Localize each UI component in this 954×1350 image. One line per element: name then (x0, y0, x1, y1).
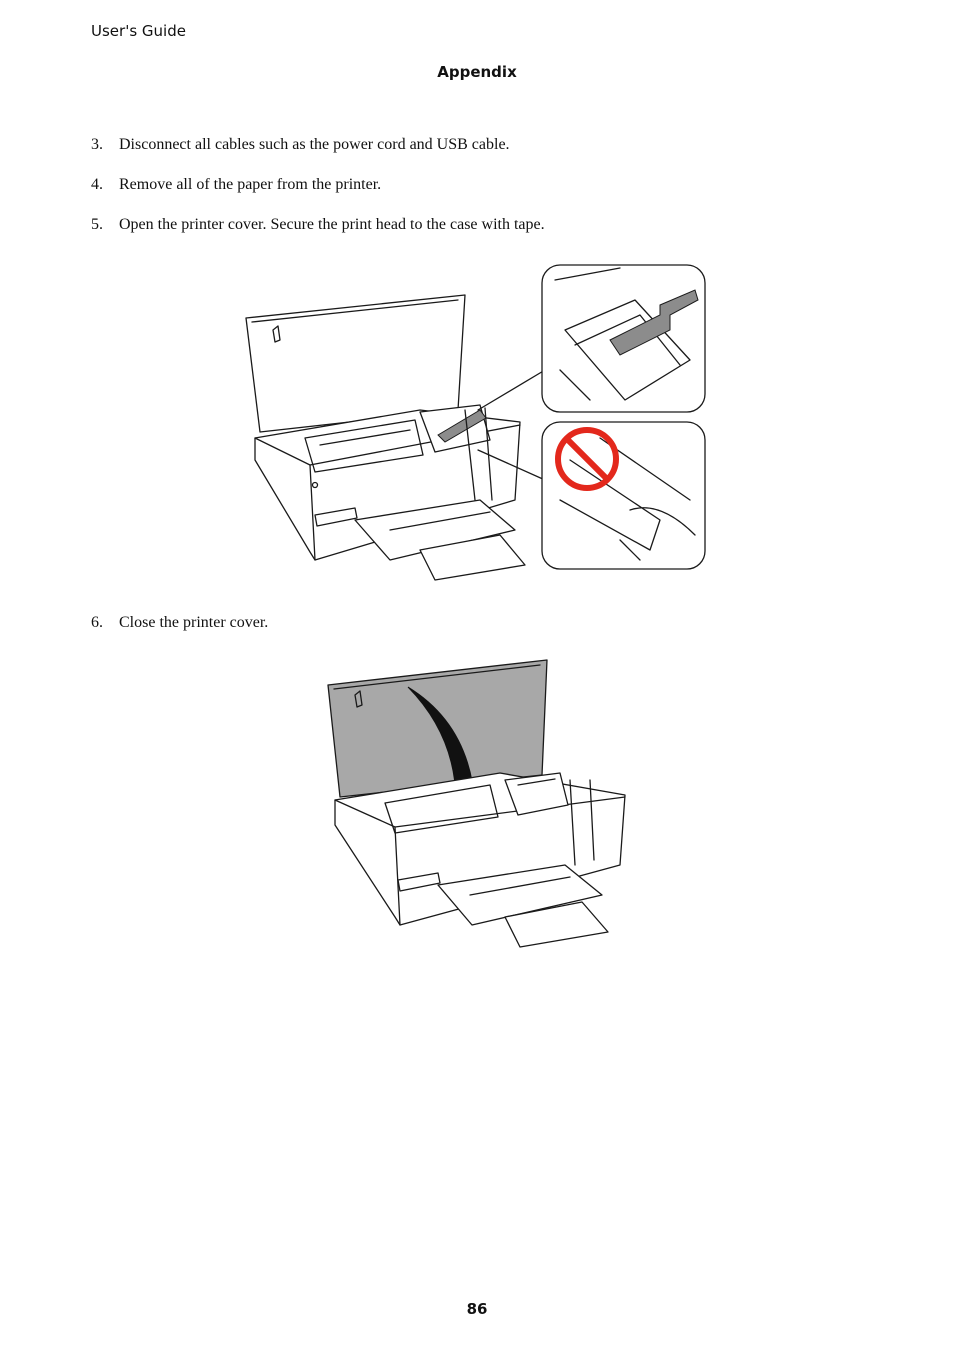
step-text: Remove all of the paper from the printer… (119, 176, 382, 193)
step-text: Disconnect all cables such as the power … (119, 136, 510, 153)
step-6: 6. Close the printer cover. (91, 614, 268, 632)
step-number: 5. (91, 216, 103, 233)
step-number: 3. (91, 136, 103, 153)
step-text: Close the printer cover. (119, 614, 269, 631)
step-number: 4. (91, 176, 103, 193)
step-5: 5. Open the printer cover. Secure the pri… (91, 216, 545, 234)
page-number: 86 (466, 1300, 488, 1318)
figure-printer-close-cover (327, 659, 626, 948)
step-4: 4. Remove all of the paper from the print… (91, 176, 381, 194)
step-text: Open the printer cover. Secure the print… (119, 216, 545, 233)
step-3: 3. Disconnect all cables such as the powe… (91, 136, 510, 154)
prohibited-icon (555, 427, 619, 491)
figure-printer-open-tape (245, 264, 706, 581)
step-number: 6. (91, 614, 103, 631)
section-title: Appendix (437, 63, 517, 81)
guide-title: User's Guide (91, 22, 186, 40)
